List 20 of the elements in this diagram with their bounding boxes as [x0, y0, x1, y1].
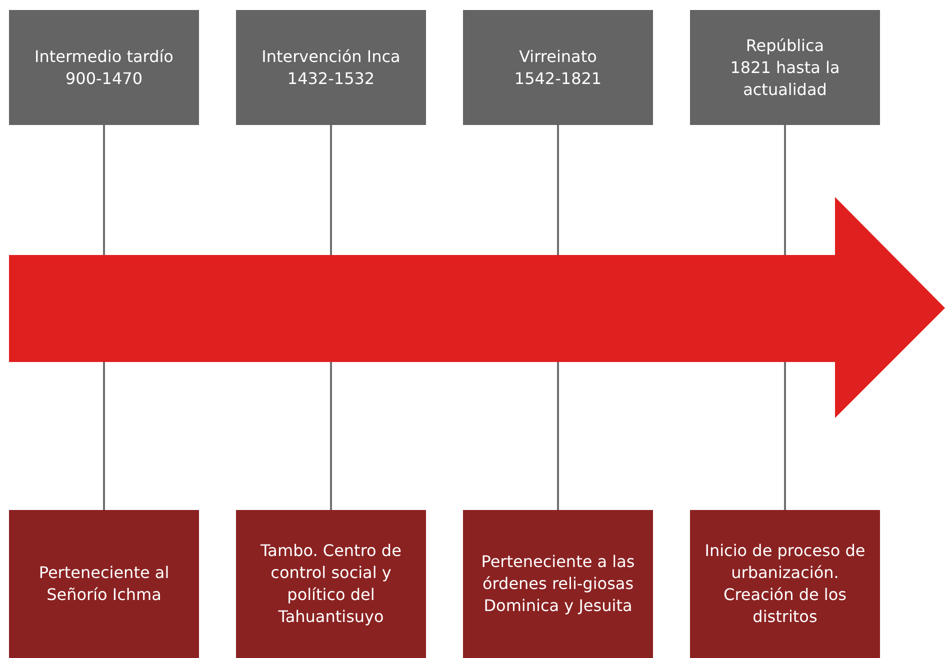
description-text: Tambo. Centro de control social y político del Tahuantisuyo	[260, 540, 402, 628]
description-text: Perteneciente a las órdenes reli-giosas Dominica y Jesuita	[480, 551, 636, 617]
period-box	[690, 10, 880, 125]
description-text: Inicio de proceso de urbanización. Creación de los distritos	[704, 540, 866, 628]
description-box	[236, 510, 426, 658]
period-dates: 1821 hasta la actualidad	[729, 56, 841, 100]
period-dates: 900-1470	[65, 68, 143, 90]
description-box	[463, 510, 653, 658]
period-box	[9, 10, 199, 125]
description-box	[9, 510, 199, 658]
period-dates: 1542-1821	[514, 68, 602, 90]
period-dates: 1432-1532	[287, 68, 375, 90]
period-box	[463, 10, 653, 125]
period-box	[236, 10, 426, 125]
period-name: República	[746, 34, 824, 56]
description-text: Perteneciente al Señorío Ichma	[38, 562, 170, 606]
period-name: Virreinato	[519, 46, 597, 68]
period-name: Intervención Inca	[262, 46, 400, 68]
description-box	[690, 510, 880, 658]
period-name: Intermedio tardío	[34, 46, 174, 68]
